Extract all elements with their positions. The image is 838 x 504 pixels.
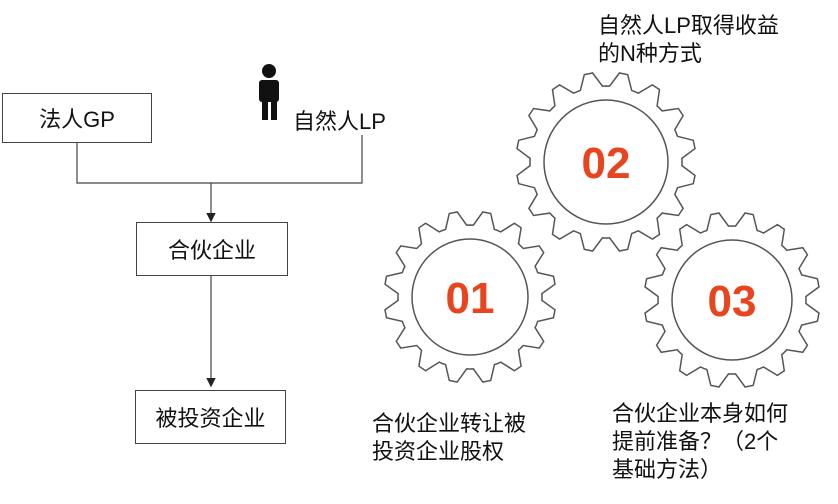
gear-02-caption-line1: 自然人LP取得收益 (598, 13, 779, 38)
gear-03-caption: 合伙企业本身如何 提前准备？（2个 基础方法） (612, 400, 788, 484)
gear-01-caption-line2: 投资企业股权 (372, 439, 505, 464)
gear-01-caption: 合伙企业转让被 投资企业股权 (372, 410, 526, 466)
gear-03-number: 03 (708, 277, 757, 326)
lp-connector (206, 135, 363, 223)
gear-02-number: 02 (582, 139, 631, 188)
gp-box: 法人GP (2, 93, 152, 143)
lp-label: 自然人LP (293, 109, 386, 134)
partnership-box: 合伙企业 (136, 222, 288, 276)
gear-03-caption-line1: 合伙企业本身如何 (612, 401, 789, 426)
gear-outline (384, 211, 556, 383)
gear-inner-ring (671, 239, 793, 361)
gp-connector (76, 143, 211, 184)
investee-label: 被投资企业 (155, 406, 266, 431)
gear-outline (644, 212, 820, 388)
gear-02-caption: 自然人LP取得收益 的N种方式 (598, 12, 779, 68)
gear-01-number: 01 (446, 274, 495, 323)
investee-box: 被投资企业 (135, 390, 286, 444)
gear-03-caption-line3: 基础方法） (612, 457, 723, 482)
partnership-label: 合伙企业 (167, 238, 256, 263)
gear-02 (516, 72, 696, 252)
gear-03 (644, 212, 820, 388)
gear-02-caption-line2: 的N种方式 (598, 41, 702, 66)
gear-03-caption-line2: 提前准备？（2个 (612, 429, 779, 454)
gear-01 (384, 211, 556, 383)
gear-01-caption-line1: 合伙企业转让被 (372, 411, 527, 436)
gp-label: 法人GP (39, 107, 115, 132)
gear-outline (516, 72, 696, 252)
gear-inner-ring (411, 238, 529, 356)
gear-inner-ring (543, 99, 669, 225)
